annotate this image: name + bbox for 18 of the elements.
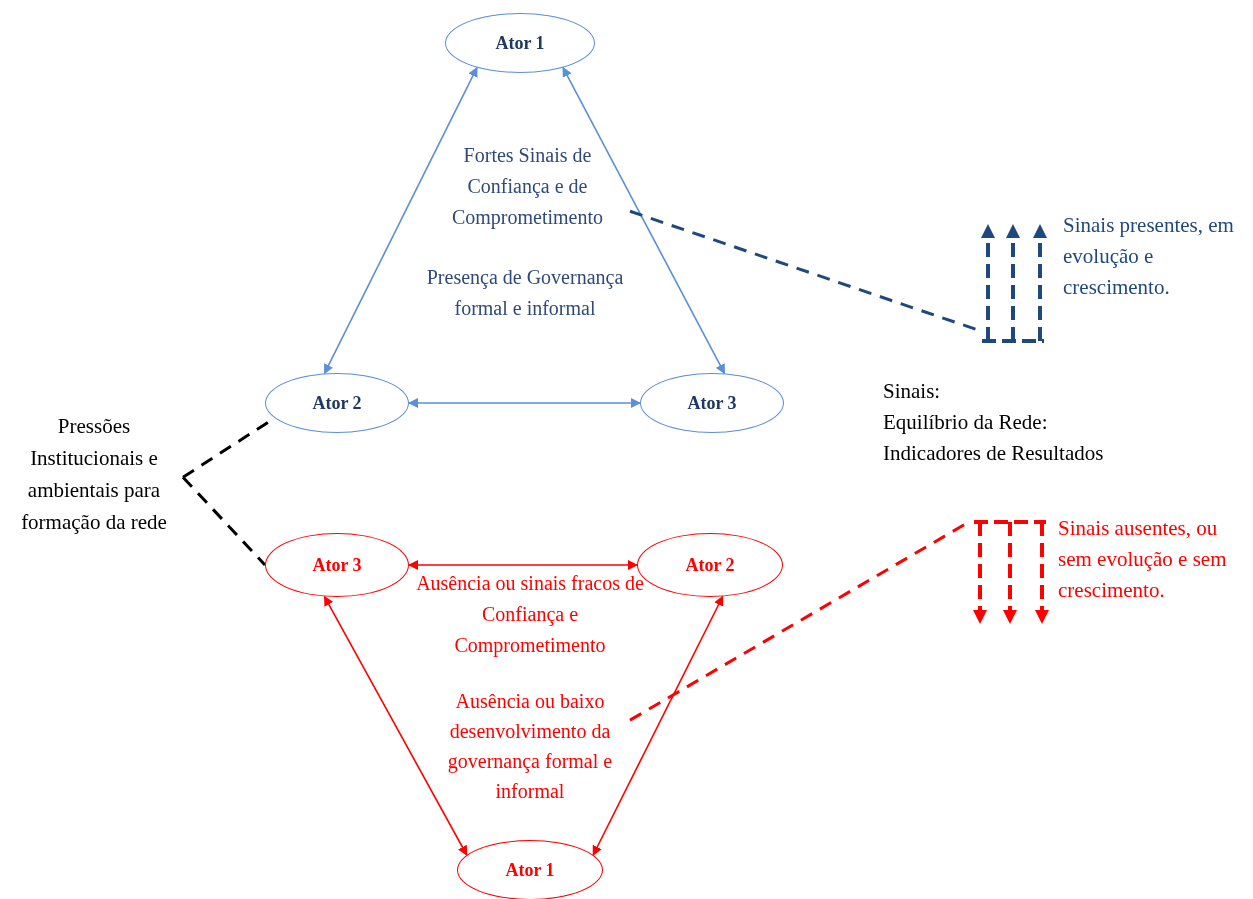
double-arrow xyxy=(562,66,726,375)
double-arrow xyxy=(408,560,638,570)
annotation-text: Fortes Sinais de Confiança e de Comprometimento xyxy=(425,140,630,235)
annotation-text: Presença de Governança formal e informal xyxy=(425,265,625,321)
double-arrow xyxy=(323,595,468,856)
annotation-text: Ausência ou baixo desenvolvimento da governança formal e informal xyxy=(430,686,630,808)
annotation-text: Indicadores de Resultados xyxy=(883,440,1105,467)
double-arrow xyxy=(323,66,478,375)
annotation-text: Pressões Institucionais e ambientais para formação da rede xyxy=(5,410,183,570)
double-arrow xyxy=(408,398,641,408)
annotation-text: Equilíbrio da Rede: xyxy=(883,409,1049,436)
annotation-text: Sinais: xyxy=(883,378,942,405)
dashed-connector xyxy=(181,476,267,567)
dashed-connector xyxy=(629,209,979,332)
annotation-text: Ausência ou sinais fracos de Confiança e Comprometimento xyxy=(415,571,645,659)
signal-description: Sinais presentes, em evolução e crescimento. xyxy=(1063,212,1235,301)
double-arrow xyxy=(592,595,724,856)
signal-description: Sinais ausentes, ou sem evolução e sem crescimento. xyxy=(1058,515,1228,604)
